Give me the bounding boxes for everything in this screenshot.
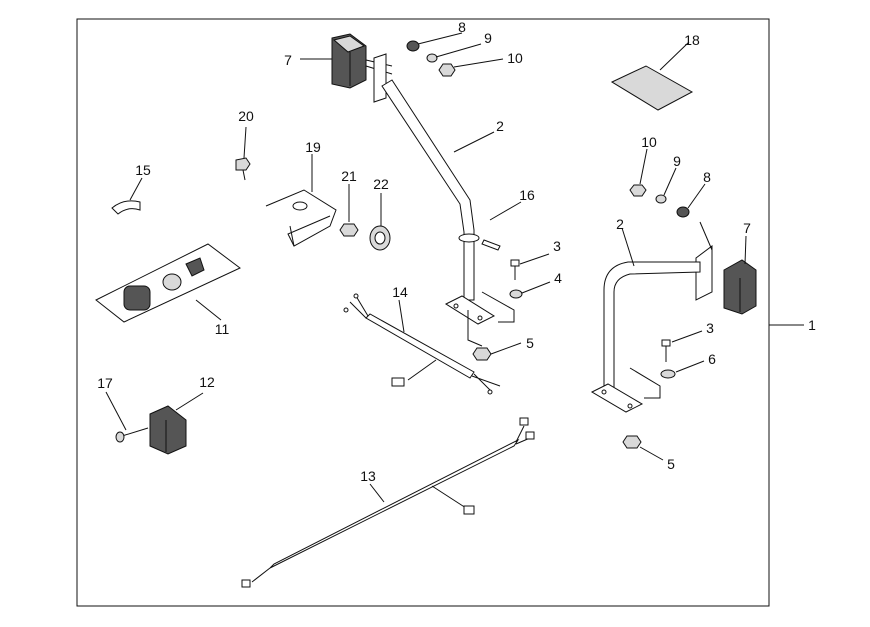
callout-4: 4 xyxy=(554,270,562,286)
callout-3-left: 3 xyxy=(553,238,561,254)
washer-8-right xyxy=(676,206,690,218)
callout-14: 14 xyxy=(392,284,408,300)
callout-7-right: 7 xyxy=(743,220,751,236)
washer-4 xyxy=(509,289,523,299)
diagram-frame xyxy=(76,18,770,607)
callout-7-left: 7 xyxy=(284,52,292,68)
nut-5-left xyxy=(472,347,492,361)
callout-5-left: 5 xyxy=(526,335,534,351)
callout-20: 20 xyxy=(238,108,254,124)
sticker-18 xyxy=(610,65,694,111)
callout-17: 17 xyxy=(97,375,113,391)
callout-2-right: 2 xyxy=(616,216,624,232)
callout-22: 22 xyxy=(373,176,389,192)
callout-11: 11 xyxy=(215,321,230,337)
light-box-right xyxy=(723,259,757,315)
callout-15: 15 xyxy=(135,162,151,178)
callout-6: 6 xyxy=(708,351,716,367)
callout-9-right: 9 xyxy=(673,153,681,169)
nut-5-right xyxy=(622,435,642,449)
washer-8-left xyxy=(406,40,420,52)
callout-8-left: 8 xyxy=(458,19,466,35)
callout-3-right: 3 xyxy=(706,320,714,336)
harness-14 xyxy=(343,293,501,395)
nut-10-left xyxy=(438,63,456,77)
mast-bracket-right xyxy=(695,245,713,301)
light-box-left xyxy=(331,33,393,89)
callout-12: 12 xyxy=(199,374,215,390)
mast-base-left xyxy=(444,295,496,325)
nut-10-right xyxy=(629,184,647,197)
callout-18: 18 xyxy=(684,32,700,48)
leader-lines xyxy=(105,32,804,503)
callout-9-left: 9 xyxy=(484,30,492,46)
callout-10-left: 10 xyxy=(507,50,523,66)
callout-8-right: 8 xyxy=(703,169,711,185)
callout-19: 19 xyxy=(305,139,321,155)
callout-21: 21 xyxy=(341,168,357,184)
callout-16: 16 xyxy=(519,187,535,203)
switch-kit-11 xyxy=(95,243,241,323)
bolt-3-left xyxy=(510,259,520,280)
bolt-3-right xyxy=(661,339,671,362)
washer-9-right xyxy=(655,194,667,204)
grommet-22 xyxy=(369,225,391,251)
callout-1: 1 xyxy=(808,317,816,333)
mast-bracket-left xyxy=(373,53,387,103)
callout-13: 13 xyxy=(360,468,376,484)
washer-6 xyxy=(660,369,676,379)
nut-21 xyxy=(339,223,359,237)
mast-pole-right xyxy=(603,261,701,391)
screw-17 xyxy=(115,427,149,443)
relay-12 xyxy=(149,405,187,455)
mast-base-right xyxy=(590,383,644,413)
harness-13 xyxy=(241,417,535,588)
callout-5-right: 5 xyxy=(667,456,675,472)
callout-2-left: 2 xyxy=(496,118,504,134)
screw-20 xyxy=(235,157,251,181)
clip-15 xyxy=(111,200,141,215)
bracket-19 xyxy=(265,189,337,247)
mast-pole-left xyxy=(381,79,501,301)
washer-9-left xyxy=(426,53,438,63)
callout-labels: 1 2 2 3 3 4 5 5 6 7 7 8 8 9 9 10 10 11 1… xyxy=(97,19,816,484)
callout-10-right: 10 xyxy=(641,134,657,150)
